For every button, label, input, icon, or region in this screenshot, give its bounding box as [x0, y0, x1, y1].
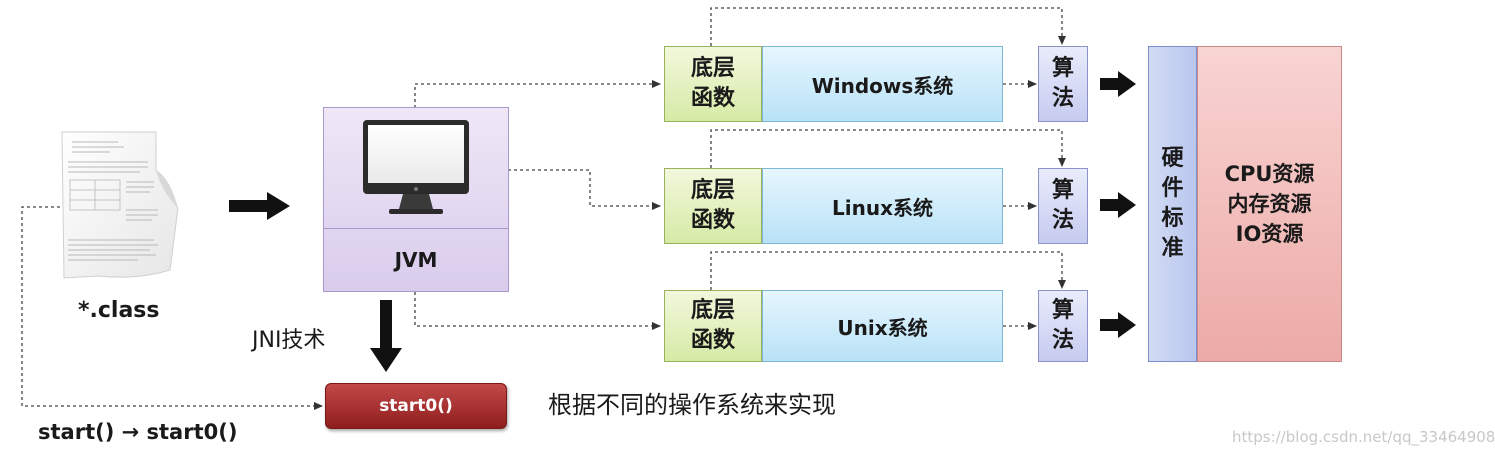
connector-jvm-windows [414, 80, 661, 108]
jni-label: JNI技术 [252, 328, 326, 353]
native-function-box-linux: 底层 函数 [664, 168, 762, 244]
loop-unix [710, 251, 1066, 290]
algorithm-box-windows: 算 法 [1038, 46, 1088, 122]
native-function-box-unix: 底层 函数 [664, 290, 762, 362]
loop-linux [710, 129, 1066, 168]
jvm-label: JVM [394, 248, 438, 272]
jvm-divider [324, 228, 508, 229]
algorithm-line2: 法 [1051, 328, 1074, 353]
algorithm-line2: 法 [1051, 86, 1074, 111]
os-box-windows: Windows系统 [762, 46, 1003, 122]
arrow-right-icon [1100, 71, 1136, 97]
native-function-line1: 底层 [690, 178, 735, 203]
native-function-line2: 函数 [690, 86, 735, 111]
native-function-box-windows: 底层 函数 [664, 46, 762, 122]
algorithm-box-unix: 算 法 [1038, 290, 1088, 362]
arrow-right-icon [229, 192, 290, 220]
native-function-line2: 函数 [690, 208, 735, 233]
loop-windows [710, 7, 1066, 46]
arrow-down-icon [370, 300, 402, 372]
resource-memory: 内存资源 [1227, 192, 1312, 216]
call-chain-label: start() → start0() [38, 420, 238, 444]
resources-box: CPU资源 内存资源 IO资源 [1197, 46, 1342, 362]
hardware-line: 标 [1161, 206, 1184, 231]
native-function-line1: 底层 [690, 298, 735, 323]
watermark: https://blog.csdn.net/qq_33464908 [1232, 428, 1495, 446]
hardware-line: 硬 [1161, 146, 1184, 171]
algorithm-box-linux: 算 法 [1038, 168, 1088, 244]
connector-jvm-unix [414, 292, 661, 330]
hardware-line: 件 [1161, 176, 1184, 201]
start0-button[interactable]: start0() [325, 383, 507, 429]
os-box-unix: Unix系统 [762, 290, 1003, 362]
hardware-standard-box: 硬 件 标 准 [1148, 46, 1197, 362]
native-function-line2: 函数 [690, 328, 735, 353]
arrow-right-icon [1100, 312, 1136, 338]
document-icon [61, 131, 179, 279]
algorithm-line2: 法 [1051, 208, 1074, 233]
class-file-label: *.class [78, 298, 160, 323]
arrow-right-icon [1100, 192, 1136, 218]
monitor-icon [363, 120, 469, 214]
jvm-box: JVM [323, 107, 509, 292]
hardware-line: 准 [1161, 236, 1184, 261]
algorithm-line1: 算 [1051, 178, 1074, 203]
connector-jvm-linux [508, 169, 661, 210]
resource-io: IO资源 [1235, 222, 1304, 246]
native-function-line1: 底层 [690, 56, 735, 81]
connector-class-start0 [21, 206, 323, 410]
algorithm-line1: 算 [1051, 298, 1074, 323]
algorithm-line1: 算 [1051, 56, 1074, 81]
os-box-linux: Linux系统 [762, 168, 1003, 244]
os-note-label: 根据不同的操作系统来实现 [548, 391, 836, 419]
resource-cpu: CPU资源 [1224, 162, 1315, 186]
